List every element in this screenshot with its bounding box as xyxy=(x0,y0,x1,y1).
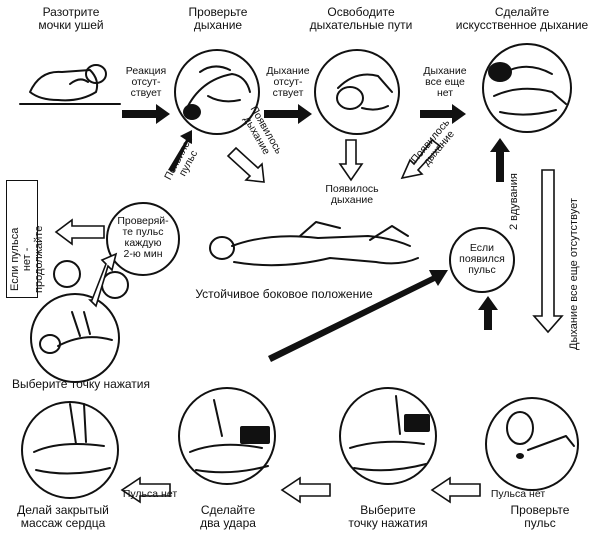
label-pulse-none-left: Пульса нет xyxy=(122,488,178,500)
label-breathing-appeared-2: Появилось дыхание xyxy=(325,183,379,206)
recovery-position-icon xyxy=(209,221,419,267)
arrow-pulse-appeared xyxy=(168,130,192,172)
check-pulse-circle xyxy=(106,202,180,276)
marker-circle-right xyxy=(101,271,129,299)
arrow-2-3 xyxy=(264,104,312,124)
label-if-pulse-appeared: Если появился пульс xyxy=(459,242,505,276)
label-no-reaction: Реакция отсут- ствует xyxy=(125,65,167,99)
arrow-up-if-pulse xyxy=(478,296,498,330)
label-recovery-position: Устойчивое боковое положение xyxy=(195,287,373,301)
marker-circle-left xyxy=(53,260,81,288)
carotid-pulse-icon xyxy=(485,397,579,491)
label-choose-point: Выберите точку нажатия xyxy=(348,503,428,530)
arrow-breathing-appeared-2 xyxy=(338,139,364,182)
label-choose-point-left: Выберите точку нажатия xyxy=(12,377,150,391)
arrow-pulse-none-mid xyxy=(280,476,331,504)
step4-title: Сделайте искусственное дыхание xyxy=(455,5,589,32)
arrow-check-pulse-left xyxy=(54,218,105,246)
if-pulse-circle xyxy=(449,227,515,293)
head-tilt-icon xyxy=(314,49,400,135)
label-no-breathing: Дыхание отсут- ствует xyxy=(266,65,310,99)
arrow-breathing-appeared-3 xyxy=(400,138,442,180)
closed-massage-icon xyxy=(21,401,119,499)
label-check-pulse-every: Проверяй- те пульс каждую 2-ю мин xyxy=(117,215,169,260)
if-no-pulse-box: Если пульса нет - продолжайте xyxy=(6,180,45,298)
label-two-breaths: 2 вдувания xyxy=(508,173,520,230)
finger-on-chest-icon xyxy=(339,387,437,485)
arrow-pulse-none-right xyxy=(430,476,481,504)
chest-compression-icon xyxy=(30,293,120,383)
label-two-blows: Сделайте два удара xyxy=(200,503,256,530)
arrow-pulse-none-left xyxy=(120,476,171,504)
label-still-no-breathing: Дыхание все еще нет xyxy=(423,65,467,99)
arrow-two-breaths xyxy=(490,138,510,182)
arrow-pulse-to-check xyxy=(88,252,118,308)
label-if-no-pulse: Если пульса нет - продолжайте xyxy=(9,225,45,293)
step3-title: Освободите дыхательные пути xyxy=(309,5,413,32)
arrow-breathing-appeared-1 xyxy=(226,146,265,183)
precordial-thump-icon xyxy=(178,387,276,485)
step1-title: Разотрите мочки ушей xyxy=(38,5,104,32)
person-lying-icon xyxy=(19,64,121,105)
arrow-diagonal xyxy=(268,270,448,362)
mouth-to-mouth-icon xyxy=(482,43,572,133)
label-closed-massage: Делай закрытый массаж сердца xyxy=(17,503,109,530)
step2-title: Проверьте дыхание xyxy=(188,5,248,32)
label-check-pulse: Проверьте пульс xyxy=(510,503,570,530)
label-pulse-none-right: Пульса нет xyxy=(490,488,546,500)
arrow-still-no-breathing xyxy=(532,169,564,334)
arrow-1-2 xyxy=(122,104,170,124)
hand-on-chest-icon xyxy=(174,49,260,135)
arrow-3-4 xyxy=(420,104,466,124)
label-still-no-breathing-long: Дыхание все еще отсутствует xyxy=(568,198,580,350)
